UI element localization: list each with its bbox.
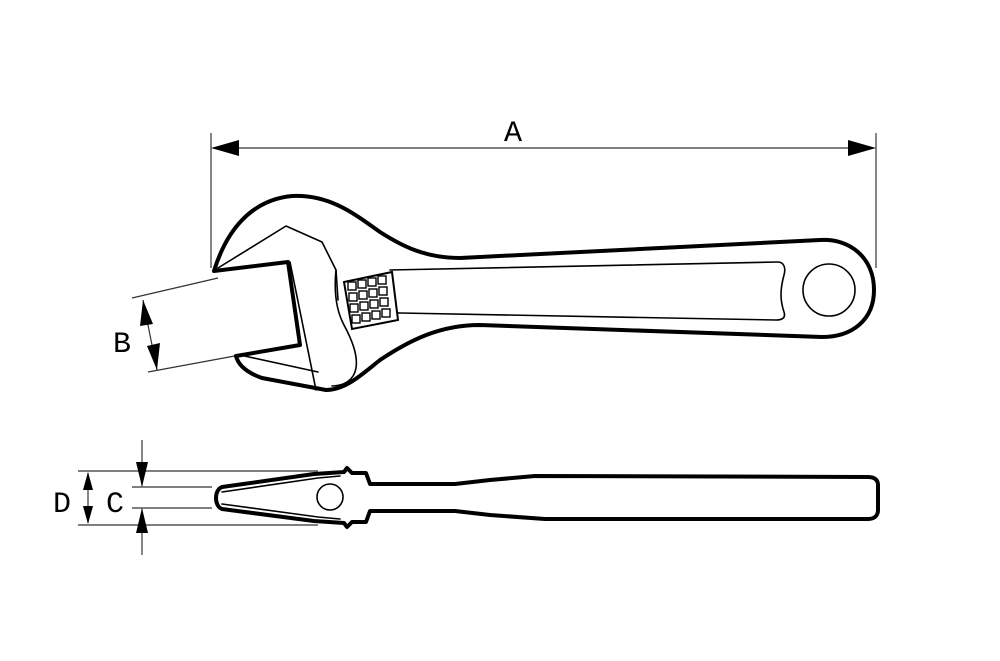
arrowhead-d-down-icon	[83, 506, 93, 524]
movable-jaw-line	[289, 261, 317, 391]
fixed-jaw-inner-line	[217, 225, 339, 301]
hang-hole	[802, 263, 856, 317]
side-view-outline	[214, 466, 880, 529]
dimension-b: B	[113, 277, 241, 373]
extension-line-b-bottom	[147, 354, 241, 373]
arrowhead-c-down-icon	[136, 462, 148, 487]
label-a: A	[504, 117, 522, 151]
label-c: C	[106, 488, 124, 522]
label-b: B	[113, 328, 131, 362]
arrowhead-b-up-icon	[140, 300, 153, 326]
arrowhead-d-up-icon	[83, 472, 93, 490]
label-d: D	[53, 488, 71, 522]
wrench-outline	[212, 193, 876, 392]
arrowhead-c-up-icon	[136, 508, 148, 533]
dimension-a: A	[210, 117, 877, 268]
worm-gear-icon	[342, 270, 400, 331]
arrowhead-b-down-icon	[147, 343, 160, 370]
side-pin-hole	[316, 483, 344, 511]
jaw-taper-line-bottom	[221, 503, 341, 520]
wrench-top-view	[212, 193, 876, 392]
arrowhead-right-icon	[848, 140, 876, 156]
jaw-taper-line-top	[221, 475, 341, 493]
head-recess-line	[331, 269, 358, 387]
lower-jaw-inner-line	[239, 354, 319, 373]
arrowhead-left-icon	[211, 140, 239, 156]
dimension-c-d: D C	[53, 440, 318, 555]
extension-line-b-top	[131, 277, 219, 299]
wrench-side-view	[214, 466, 880, 529]
